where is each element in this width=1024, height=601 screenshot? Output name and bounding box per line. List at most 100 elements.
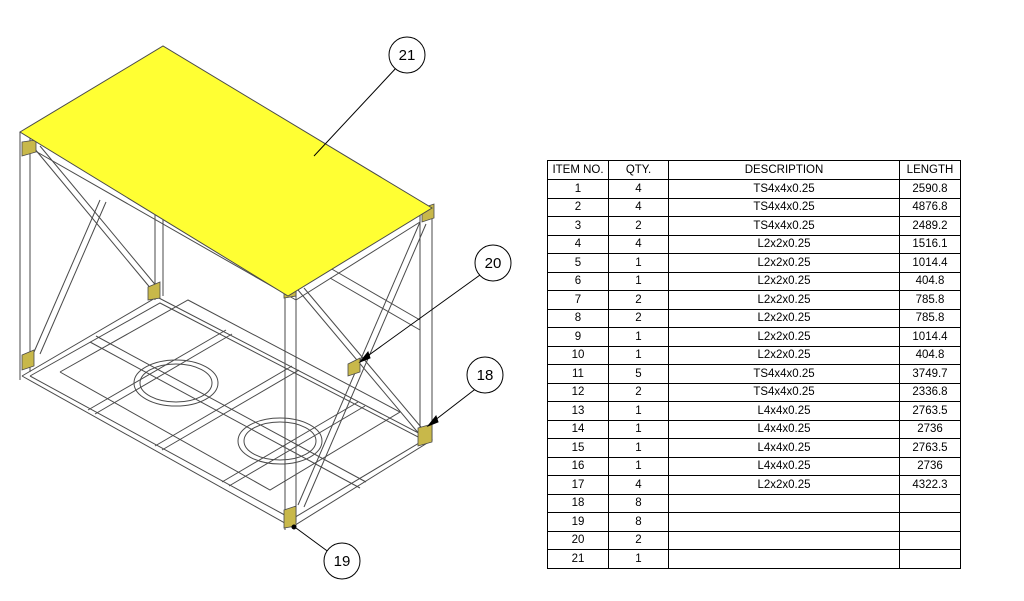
cell-item-no: 17 [547,475,609,495]
cell-item-no: 12 [547,382,609,402]
assembly-drawing: 21 20 18 19 [19,36,512,580]
cell-length [899,493,961,513]
header-item-no: ITEM NO. [547,160,609,180]
cell-length: 3749.7 [899,364,961,384]
cell-length [899,512,961,532]
balloon-label-21: 21 [399,47,416,64]
top-plate [19,45,433,297]
cell-item-no: 11 [547,364,609,384]
cell-qty: 1 [608,549,669,569]
cell-length [899,549,961,569]
balloon-label-18: 18 [477,367,494,384]
cell-qty: 1 [608,456,669,476]
cell-description: L4x4x0.25 [668,438,900,458]
cell-description: L2x2x0.25 [668,253,900,273]
cell-description: TS4x4x0.25 [668,216,900,236]
cell-item-no: 2 [547,197,609,217]
cell-length: 2336.8 [899,382,961,402]
cell-item-no: 6 [547,271,609,291]
balloon-label-20: 20 [485,255,502,272]
balloon-18 [466,356,504,394]
cell-item-no: 8 [547,308,609,328]
cell-length: 2736 [899,419,961,439]
vertical-posts [19,132,433,530]
cell-length [899,530,961,550]
cell-item-no: 15 [547,438,609,458]
cell-length: 1516.1 [899,234,961,254]
cell-qty: 1 [608,271,669,291]
cell-description [668,549,900,569]
balloon-label-19: 19 [334,553,351,570]
cell-item-no: 7 [547,290,609,310]
cell-qty: 1 [608,327,669,347]
cell-description: TS4x4x0.25 [668,179,900,199]
cell-description: TS4x4x0.25 [668,382,900,402]
balloon-21 [388,36,426,74]
cell-description: L2x2x0.25 [668,290,900,310]
top-frame [29,147,421,331]
cell-qty: 2 [608,382,669,402]
cell-item-no: 20 [547,530,609,550]
cell-qty: 1 [608,419,669,439]
cell-length: 4876.8 [899,197,961,217]
cell-item-no: 5 [547,253,609,273]
balloon-20 [474,244,512,282]
cell-description [668,512,900,532]
cell-description: L4x4x0.25 [668,401,900,421]
cell-qty: 2 [608,290,669,310]
cell-length: 1014.4 [899,327,961,347]
cell-length: 785.8 [899,308,961,328]
cell-item-no: 3 [547,216,609,236]
cell-description [668,530,900,550]
cell-qty: 2 [608,530,669,550]
circular-openings [133,359,323,465]
header-description: DESCRIPTION [668,160,900,180]
cell-qty: 4 [608,197,669,217]
cell-length: 2736 [899,456,961,476]
cell-length: 2763.5 [899,401,961,421]
cell-description: TS4x4x0.25 [668,197,900,217]
cell-description: L2x2x0.25 [668,327,900,347]
cell-item-no: 19 [547,512,609,532]
cell-length: 2590.8 [899,179,961,199]
cell-qty: 4 [608,179,669,199]
cell-item-no: 4 [547,234,609,254]
cell-description: L2x2x0.25 [668,308,900,328]
cell-description: L2x2x0.25 [668,234,900,254]
cell-length: 404.8 [899,345,961,365]
cell-qty: 2 [608,308,669,328]
cell-qty: 1 [608,438,669,458]
cell-qty: 1 [608,253,669,273]
cell-description: TS4x4x0.25 [668,364,900,384]
header-length: LENGTH [899,160,961,180]
cell-qty: 5 [608,364,669,384]
cell-item-no: 21 [547,549,609,569]
cell-qty: 4 [608,234,669,254]
cell-length: 2763.5 [899,438,961,458]
cell-item-no: 1 [547,179,609,199]
cell-item-no: 16 [547,456,609,476]
cell-length: 2489.2 [899,216,961,236]
cell-length: 4322.3 [899,475,961,495]
balloon-callouts [291,36,512,580]
cell-description: L4x4x0.25 [668,456,900,476]
cell-qty: 4 [608,475,669,495]
